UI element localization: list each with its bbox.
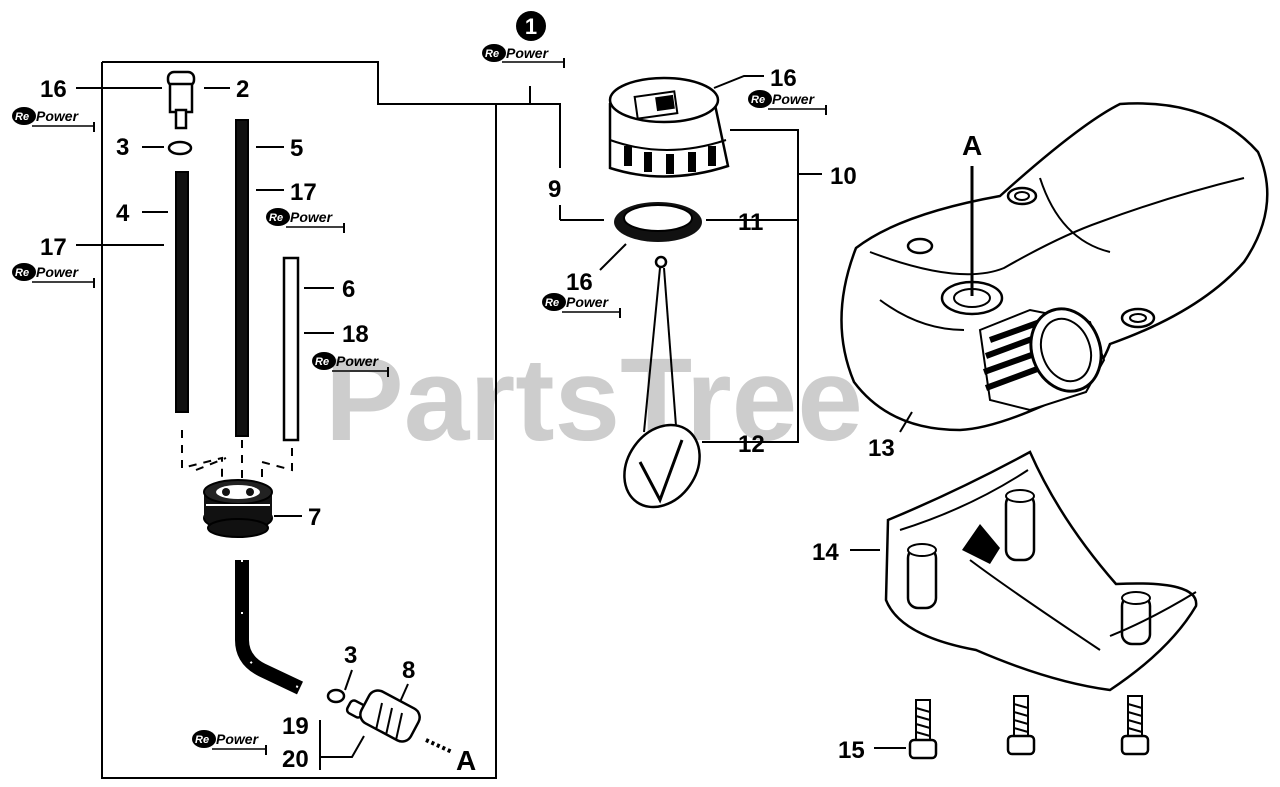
part-6-return-line <box>282 256 300 442</box>
leader-16-lower <box>599 243 627 271</box>
repower-badge-16-cap[interactable]: Re Power <box>748 90 827 115</box>
svg-text:Re: Re <box>485 48 499 60</box>
callout-1-circle <box>516 11 546 41</box>
svg-text:Power: Power <box>566 294 610 310</box>
part-3-o-ring <box>167 140 193 156</box>
svg-text:Re: Re <box>195 734 209 746</box>
callout-7-label: 7 <box>308 504 321 531</box>
callout-15-label: 15 <box>838 737 865 764</box>
svg-text:Power: Power <box>506 45 550 61</box>
part-5-fuel-line <box>235 119 249 437</box>
leader-16-cap <box>713 75 764 89</box>
repower-badge-top[interactable]: Re Power <box>482 44 565 68</box>
guide-dash-6 <box>261 448 293 492</box>
svg-text:Re: Re <box>15 111 29 123</box>
part-11-gasket <box>614 202 702 242</box>
callout-16c-label: 16 <box>566 269 593 296</box>
leader-19-20-branch <box>320 735 365 758</box>
ref-a-bottom: A <box>456 745 476 776</box>
svg-text:Power: Power <box>772 91 816 107</box>
callout-16-label: 16 <box>40 76 67 103</box>
callout-13-label: 13 <box>868 435 895 462</box>
watermark-text: PartsTree <box>325 334 863 466</box>
callout-3b-label: 3 <box>344 642 357 669</box>
callout-1-label: 1 <box>525 14 537 39</box>
part-15-screw-1 <box>908 699 938 760</box>
repower-badge-17-right[interactable]: Re Power <box>266 208 345 233</box>
svg-text:Power: Power <box>36 108 80 124</box>
callout-6-label: 6 <box>342 276 355 303</box>
svg-text:Re: Re <box>545 297 559 309</box>
repower-badge-19-20[interactable]: Re Power <box>192 730 267 755</box>
part-14-tank-mount <box>884 450 1198 692</box>
callout-9-label: 9 <box>548 176 561 203</box>
part-13-fuel-tank <box>840 102 1269 432</box>
callout-8-label: 8 <box>402 657 415 684</box>
svg-text:Re: Re <box>751 94 765 106</box>
callout-19-label: 19 <box>282 713 309 740</box>
part-16-fuel-cap <box>608 76 730 178</box>
callout-20-label: 20 <box>282 746 309 773</box>
leader-10-bracket <box>702 129 799 443</box>
callout-5-label: 5 <box>290 135 303 162</box>
svg-text:Power: Power <box>336 353 380 369</box>
kit-box-frame <box>101 62 497 779</box>
part-8-fuel-filter <box>345 689 421 743</box>
part-7-grommet <box>203 479 273 538</box>
callout-12-label: 12 <box>738 431 765 458</box>
part-12-cap-tether <box>623 255 701 509</box>
callout-2-label: 2 <box>236 76 249 103</box>
callout-14-label: 14 <box>812 539 839 566</box>
repower-badge-17-left[interactable]: Re Power <box>12 263 95 288</box>
svg-text:Power: Power <box>216 731 260 747</box>
callout-11-label: 11 <box>738 209 763 236</box>
callout-18-label: 18 <box>342 321 369 348</box>
svg-text:Re: Re <box>15 267 29 279</box>
svg-text:Power: Power <box>36 264 80 280</box>
callout-17-label: 17 <box>40 234 67 261</box>
callout-16b-label: 16 <box>770 65 797 92</box>
kit-bracket-line <box>102 61 531 105</box>
repower-badge-2[interactable]: Re Power <box>12 107 95 132</box>
ref-a-top: A <box>962 130 982 161</box>
svg-text:Power: Power <box>290 209 334 225</box>
leader-13 <box>899 411 913 433</box>
ref-arrow-a <box>425 738 453 754</box>
part-15-screw-3 <box>1120 695 1150 756</box>
leader-3b <box>344 669 353 691</box>
callout-3-label: 3 <box>116 134 129 161</box>
leader-8 <box>399 683 409 703</box>
part-2-fitting <box>166 70 196 130</box>
repower-badge-16-gasket[interactable]: Re Power <box>542 293 621 318</box>
guide-dash-cross <box>195 457 227 471</box>
callout-17b-label: 17 <box>290 179 317 206</box>
callout-4-label: 4 <box>116 200 130 227</box>
guide-dash-4 <box>181 430 223 490</box>
svg-text:Re: Re <box>269 212 283 224</box>
part-15-screw-2 <box>1006 695 1036 756</box>
part-3-o-ring-filter <box>326 688 346 704</box>
repower-badge-18[interactable]: Re Power <box>312 352 389 377</box>
svg-text:Re: Re <box>315 356 329 368</box>
callout-10-label: 10 <box>830 163 857 190</box>
part-fuel-line-bent <box>235 560 303 695</box>
leader-9-top <box>530 103 561 168</box>
part-4-fuel-line <box>175 171 189 413</box>
